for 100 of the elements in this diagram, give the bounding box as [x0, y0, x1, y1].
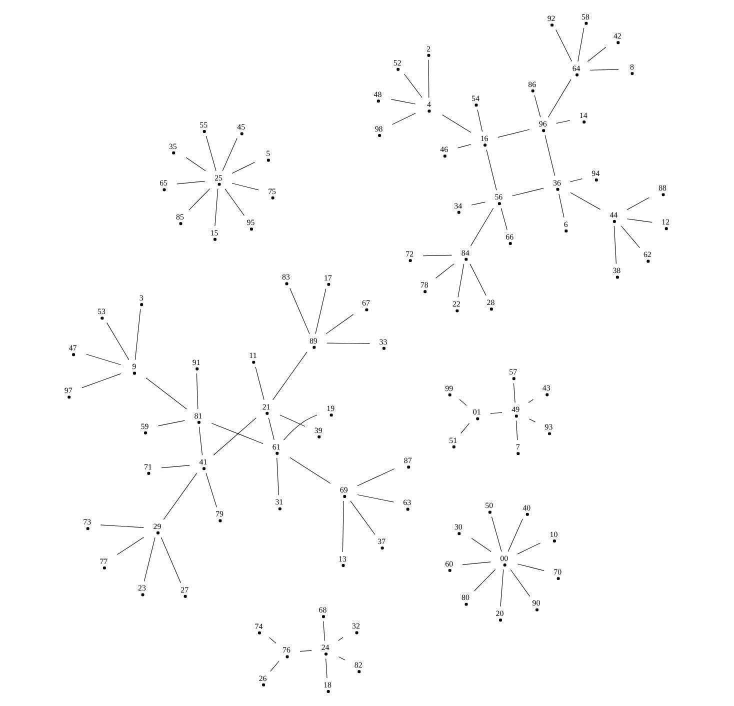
connector — [357, 494, 394, 502]
node-label: 53 — [97, 307, 106, 316]
connector — [326, 314, 354, 334]
connector — [470, 208, 494, 246]
connector — [326, 658, 328, 678]
connector — [390, 99, 416, 104]
node-label: 52 — [393, 58, 402, 68]
node-dot — [252, 360, 256, 364]
node-dot — [202, 467, 206, 470]
connector — [255, 366, 264, 400]
connector — [512, 188, 544, 196]
node-label: 87 — [404, 456, 412, 466]
node-label: 23 — [138, 584, 146, 593]
node-dot — [330, 414, 333, 417]
node-dot — [576, 73, 579, 76]
connector — [556, 29, 572, 62]
connector — [626, 197, 650, 210]
node-label: 82 — [354, 660, 362, 670]
node-dot — [662, 193, 665, 196]
node-label: 19 — [326, 404, 335, 414]
connector — [206, 472, 217, 508]
node-label: 68 — [318, 606, 327, 615]
node-label: 38 — [612, 266, 621, 276]
node-dot — [536, 608, 538, 612]
connector — [590, 69, 619, 70]
node-label: 31 — [275, 498, 284, 507]
node-dot — [664, 227, 668, 230]
connector — [517, 542, 541, 554]
connector — [206, 136, 216, 172]
node-dot — [484, 144, 487, 147]
connector — [188, 188, 210, 210]
connector — [290, 288, 310, 334]
node-dot — [546, 393, 549, 396]
node-label: 78 — [420, 280, 428, 290]
connector — [578, 28, 584, 62]
node-dot — [240, 132, 244, 136]
connector — [626, 218, 652, 223]
node-label: 41 — [199, 458, 208, 467]
node-label: 80 — [462, 593, 470, 602]
node-label: 73 — [83, 518, 92, 527]
node-dot — [526, 512, 529, 516]
node-label: 67 — [362, 298, 370, 308]
connector — [458, 264, 464, 298]
connector — [442, 114, 472, 133]
connector — [146, 378, 187, 410]
node-label: 59 — [140, 422, 149, 431]
node-label: 29 — [153, 522, 162, 531]
node-dot — [218, 182, 221, 186]
node-dot — [172, 151, 176, 154]
node-dot — [358, 670, 361, 674]
node-dot — [564, 229, 568, 232]
node-dot — [378, 134, 382, 138]
node-label: 18 — [324, 680, 332, 690]
connector — [500, 208, 508, 230]
node-dot — [184, 594, 187, 598]
connector — [161, 465, 190, 468]
connector — [224, 188, 245, 216]
node-label: 96 — [538, 120, 547, 129]
connector — [428, 60, 430, 98]
connector — [186, 157, 206, 172]
node-dot — [262, 683, 266, 686]
node-dot — [612, 220, 616, 224]
node-dot — [382, 346, 386, 350]
node-label: 01 — [472, 408, 481, 417]
connector — [471, 202, 486, 206]
node-label: 89 — [309, 336, 318, 346]
node-dot — [327, 282, 330, 286]
node-label: 66 — [506, 232, 514, 242]
node-label: 13 — [338, 554, 346, 564]
node-label: 57 — [509, 368, 518, 377]
node-label: 32 — [352, 622, 360, 631]
node-label: 17 — [324, 273, 332, 282]
node-label: 42 — [613, 32, 622, 41]
node-label: 20 — [496, 609, 504, 618]
connector — [338, 637, 344, 641]
connector — [508, 518, 523, 552]
node-dot — [457, 210, 460, 214]
node-dot — [498, 202, 501, 206]
connector — [214, 188, 218, 226]
node-label: 7 — [516, 442, 520, 452]
connector — [490, 412, 502, 414]
connector — [268, 418, 274, 440]
node-dot — [318, 435, 321, 438]
connector — [457, 144, 472, 148]
node-dot — [396, 68, 400, 71]
connector — [350, 500, 376, 535]
node-label: 54 — [472, 94, 480, 104]
node-dot — [376, 100, 380, 103]
node-dot — [144, 431, 147, 434]
node-dot — [488, 510, 492, 514]
node-dot — [202, 130, 206, 133]
node-dot — [584, 22, 588, 25]
node-dot — [508, 242, 512, 245]
connector — [100, 524, 144, 528]
node-dot — [490, 308, 493, 311]
node-label: 95 — [246, 218, 255, 228]
node-label: 12 — [662, 218, 670, 227]
node-label: 60 — [445, 559, 454, 568]
node-dot — [474, 104, 478, 107]
node-label: 22 — [452, 300, 460, 309]
